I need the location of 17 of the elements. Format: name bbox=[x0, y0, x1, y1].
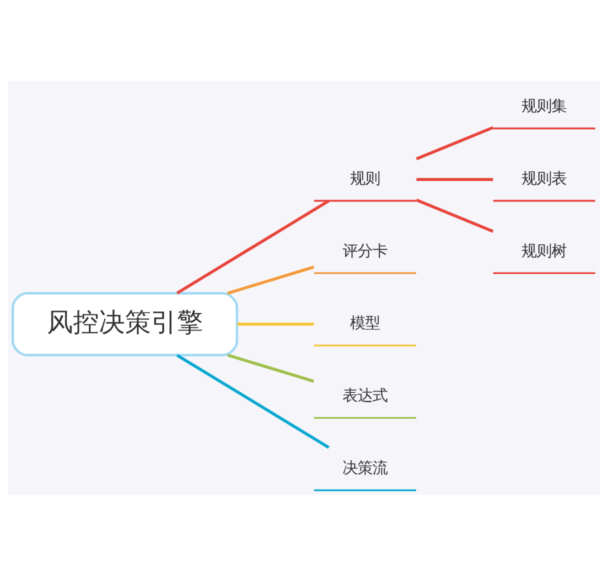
connector bbox=[176, 354, 330, 449]
node-text: 模型 bbox=[350, 314, 380, 332]
connector bbox=[227, 266, 314, 295]
connector bbox=[416, 198, 494, 233]
node-text: 规则 bbox=[350, 169, 380, 188]
node-box: 风控决策引擎 bbox=[12, 292, 238, 356]
node-text: 表达式 bbox=[342, 386, 388, 405]
node-text: 规则集 bbox=[522, 97, 567, 116]
connector bbox=[237, 322, 314, 326]
node-text: 评分卡 bbox=[342, 242, 388, 260]
node-text: 决策流 bbox=[342, 458, 388, 477]
node-text: 规则表 bbox=[522, 169, 567, 188]
connector bbox=[176, 200, 330, 294]
connector bbox=[416, 126, 494, 160]
node-text: 规则树 bbox=[522, 242, 567, 260]
connector bbox=[227, 354, 314, 383]
connector bbox=[416, 178, 494, 181]
